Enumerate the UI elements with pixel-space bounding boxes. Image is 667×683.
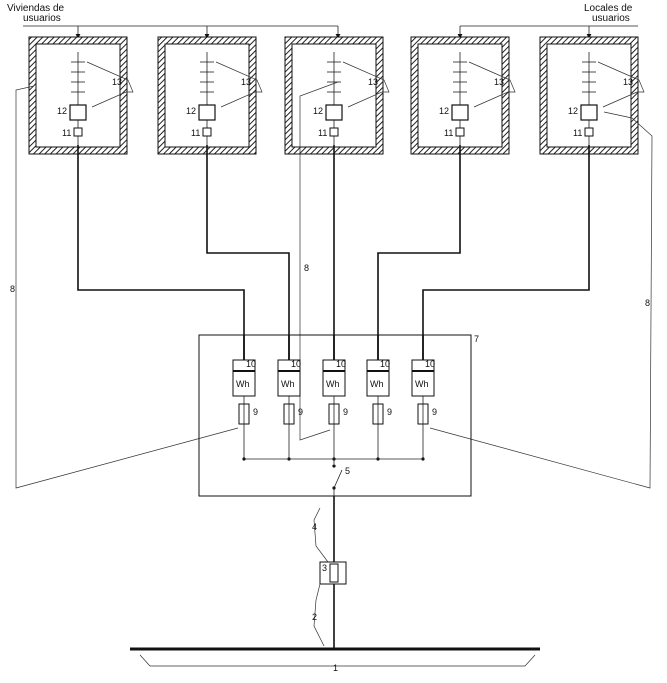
label-9: 9	[432, 407, 437, 417]
label-11: 11	[318, 128, 327, 138]
lead-4	[313, 507, 329, 563]
meter-wh: Wh	[281, 379, 295, 389]
meter-unit: Wh 10 9	[232, 335, 258, 461]
label-8-left: 8	[10, 284, 15, 294]
label-12: 12	[57, 106, 67, 116]
label-12: 12	[439, 106, 449, 116]
label-13: 13	[112, 77, 122, 87]
leads-8	[15, 81, 653, 489]
header-viviendas-line2: usuarios	[23, 13, 61, 24]
unit-box: 12 11 13	[539, 36, 645, 155]
meter-unit: Wh 10 9	[277, 335, 303, 461]
label-11: 11	[191, 128, 200, 138]
bus-bar	[244, 458, 423, 464]
switch-box-11	[329, 127, 339, 137]
label-13: 13	[368, 77, 378, 87]
meter-unit: Wh 10 9	[322, 335, 348, 461]
label-9: 9	[253, 407, 258, 417]
viviendas-bracket	[23, 25, 341, 39]
network-bracket	[139, 654, 536, 667]
meter-unit: Wh 10 9	[366, 335, 392, 461]
switch-box-11	[202, 127, 212, 137]
label-7: 7	[474, 334, 479, 344]
meter-wh: Wh	[326, 379, 340, 389]
label-9: 9	[343, 407, 348, 417]
control-box-12	[69, 104, 87, 121]
switch-box-11	[455, 127, 465, 137]
label-11: 11	[62, 128, 71, 138]
label-12: 12	[313, 106, 323, 116]
control-box-12	[325, 104, 343, 121]
label-1: 1	[333, 663, 338, 673]
meter-unit: Wh 10 9	[411, 335, 437, 461]
label-13: 13	[241, 77, 251, 87]
label-8-right: 8	[645, 298, 650, 308]
label-9: 9	[298, 407, 303, 417]
label-3: 3	[322, 563, 327, 573]
control-box-12	[451, 104, 469, 121]
label-12: 12	[186, 106, 196, 116]
label-5: 5	[345, 466, 350, 476]
units-layer: 12 11 13 12 11 13 12 11 13 12 11 13 12 11 13	[28, 36, 645, 155]
control-box-12	[198, 104, 216, 121]
label-10: 10	[246, 359, 256, 369]
meter-wh: Wh	[236, 379, 250, 389]
label-11: 11	[573, 128, 582, 138]
label-13: 13	[623, 77, 633, 87]
meters-layer: Wh 10 9 Wh 10 9 Wh 10 9 Wh 10 9 Wh 10 9	[232, 335, 437, 461]
header-locales-line2: usuarios	[592, 13, 630, 24]
label-10: 10	[336, 359, 346, 369]
unit-box: 12 11 13	[157, 36, 263, 155]
meter-wh: Wh	[415, 379, 429, 389]
label-2: 2	[312, 612, 317, 622]
label-12: 12	[568, 106, 578, 116]
control-box-12	[580, 104, 598, 121]
locales-bracket	[457, 25, 638, 39]
unit-box: 12 11 13	[28, 36, 134, 155]
header-locales-line1: Locales de	[584, 3, 633, 14]
label-10: 10	[291, 359, 301, 369]
meter-wh: Wh	[370, 379, 384, 389]
label-9: 9	[387, 407, 392, 417]
protection-box-3	[319, 561, 347, 585]
feeder-wires	[77, 145, 590, 360]
label-11: 11	[444, 128, 453, 138]
header-viviendas-line1: Viviendas de	[7, 3, 65, 14]
lead-2	[313, 583, 325, 647]
label-8-mid: 8	[304, 263, 309, 273]
switch-box-11	[73, 127, 83, 137]
label-10: 10	[380, 359, 390, 369]
unit-box: 12 11 13	[410, 36, 516, 155]
meter-panel	[198, 334, 472, 497]
switch-box-11	[584, 127, 594, 137]
label-13: 13	[494, 77, 504, 87]
main-switch	[332, 464, 343, 496]
label-4: 4	[312, 522, 317, 532]
label-10: 10	[425, 359, 435, 369]
